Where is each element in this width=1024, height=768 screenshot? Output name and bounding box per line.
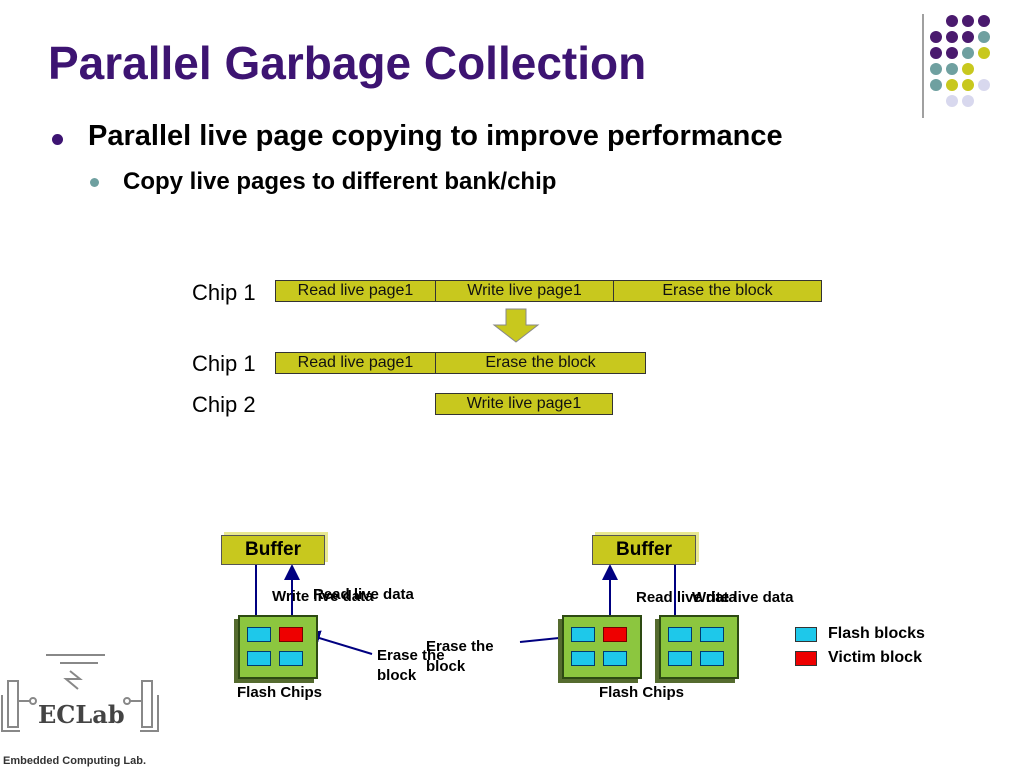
flash-chips-label: Flash Chips: [237, 684, 323, 701]
decor-dot: [946, 79, 958, 91]
flash-block: [668, 651, 692, 666]
segment-write-live-page: Write live page1: [435, 393, 613, 415]
flash-block: [247, 627, 271, 642]
decor-dot: [978, 15, 990, 27]
read-live-data-label: Read live data: [313, 586, 414, 603]
flash-chips-label: Flash Chips: [599, 684, 685, 701]
decor-dot: [978, 79, 990, 91]
eclab-logo-icon: [1, 654, 159, 732]
legend-flash-blocks-label: Flash blocks: [828, 625, 925, 642]
segment-read-live-page: Read live page1: [275, 280, 436, 302]
down-arrow-icon: [492, 308, 540, 343]
read-live-data-label: Read live data: [636, 589, 737, 606]
flash-chip: [562, 615, 642, 679]
decor-dot: [962, 15, 974, 27]
flash-chip: [238, 615, 318, 679]
decor-dot: [962, 47, 974, 59]
segment-read-live-page: Read live page1: [275, 352, 436, 374]
victim-block: [603, 627, 627, 642]
segment-write-live-page: Write live page1: [435, 280, 614, 302]
write-live-data-label: Write live data: [692, 589, 794, 606]
decor-dot: [946, 31, 958, 43]
eclab-logo-text: ECLab: [38, 700, 125, 729]
bullet-level1: Parallel live page copying to improve pe…: [88, 120, 783, 152]
decor-dot: [962, 31, 974, 43]
timeline-row3-label: Chip 2: [192, 392, 256, 417]
write-live-data-label: Write live data: [272, 588, 374, 605]
bullet-level2: Copy live pages to different bank/chip: [123, 168, 557, 195]
flash-block: [247, 651, 271, 666]
flash-block: [603, 651, 627, 666]
decor-dot: [930, 79, 942, 91]
bullet-dot: [52, 134, 63, 145]
victim-block: [279, 627, 303, 642]
decor-dot: [946, 15, 958, 27]
timeline-row2-label: Chip 1: [192, 351, 256, 376]
legend-flash-blocks-swatch: [795, 627, 817, 642]
decor-dot: [962, 63, 974, 75]
slide-title: Parallel Garbage Collection: [48, 37, 647, 89]
erase-block-label: Erase the block: [426, 638, 494, 675]
bullet-dot: [90, 178, 99, 187]
decor-divider: [922, 14, 924, 118]
decor-dot: [930, 31, 942, 43]
decor-dot: [962, 79, 974, 91]
eclab-logo-subtitle: Embedded Computing Lab.: [3, 755, 146, 767]
buffer-box: Buffer: [221, 535, 325, 565]
decor-dot: [962, 95, 974, 107]
flash-block: [700, 651, 724, 666]
segment-erase-block: Erase the block: [613, 280, 822, 302]
flash-block: [279, 651, 303, 666]
legend-victim-block-label: Victim block: [828, 649, 922, 666]
flash-block: [571, 627, 595, 642]
legend-victim-block-swatch: [795, 651, 817, 666]
decor-dot: [946, 47, 958, 59]
decor-dot: [946, 95, 958, 107]
decor-dot: [978, 31, 990, 43]
flash-block: [571, 651, 595, 666]
decor-dot: [930, 47, 942, 59]
segment-erase-block: Erase the block: [435, 352, 646, 374]
flash-chip: [659, 615, 739, 679]
decor-dot: [978, 47, 990, 59]
flash-block: [700, 627, 724, 642]
decor-dot: [930, 63, 942, 75]
decor-dot: [946, 63, 958, 75]
timeline-row1-label: Chip 1: [192, 280, 256, 305]
erase-block-label: Erase the block: [377, 647, 445, 684]
buffer-box: Buffer: [592, 535, 696, 565]
flash-block: [668, 627, 692, 642]
